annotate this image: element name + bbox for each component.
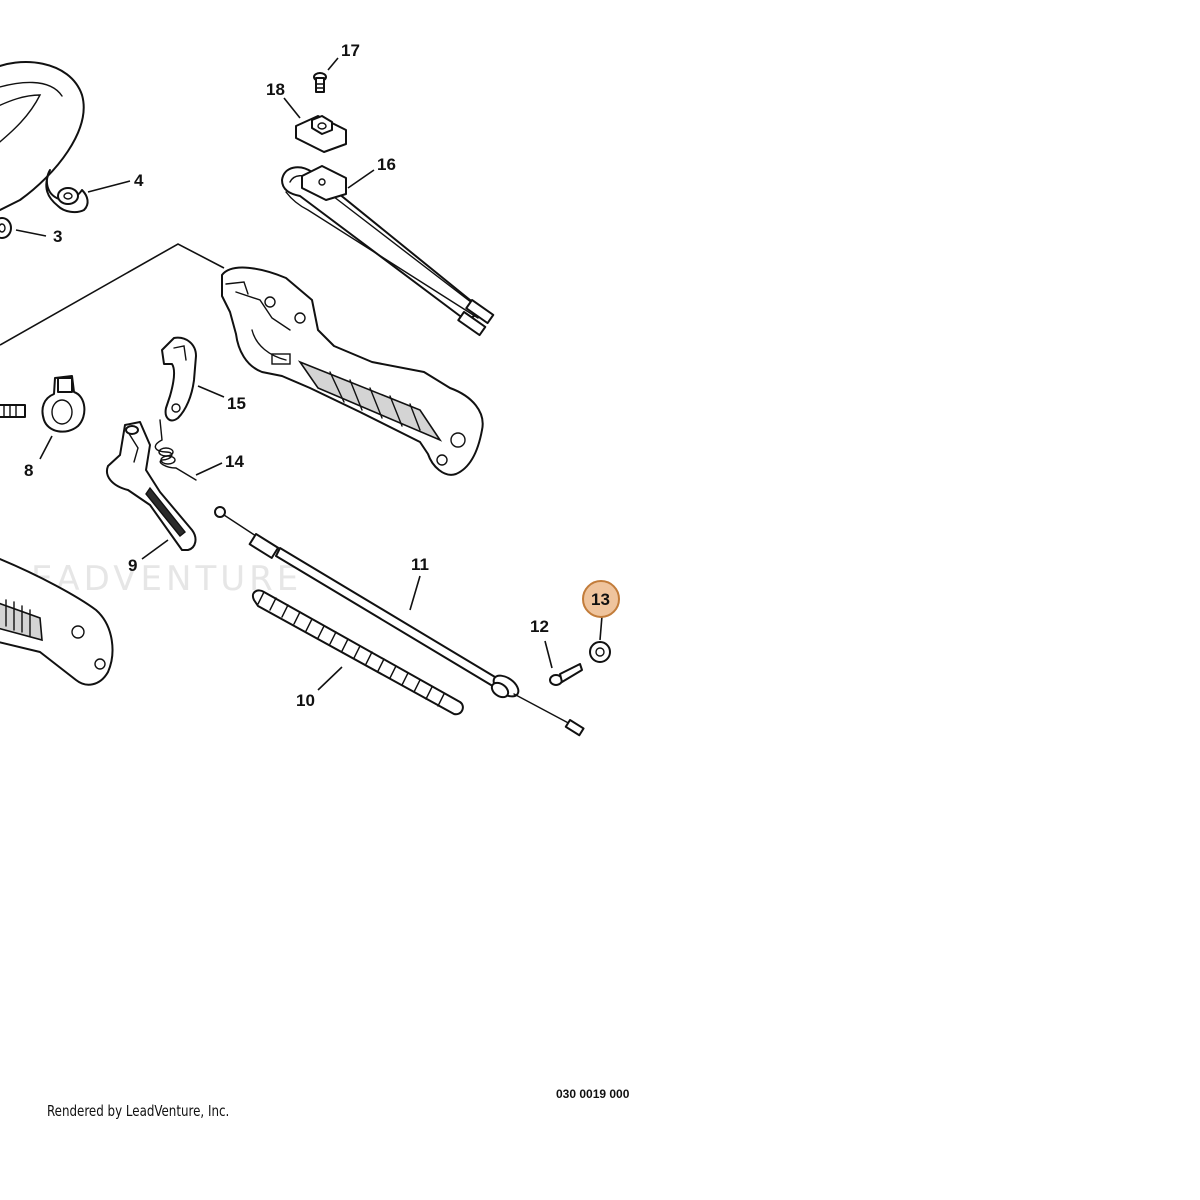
callout-13: 13 [591,590,610,609]
loop-handle [0,61,85,212]
leader-lines [15,57,603,691]
part-4-wing-nut [45,169,89,214]
part-15-interlock-lever [161,336,197,422]
part-11-throttle-cable [214,506,585,737]
callout-12: 12 [530,617,549,636]
handle-housing [221,266,484,476]
part-13-washer [589,641,611,663]
callout-3: 3 [53,227,62,246]
part-16-cable-harness [281,165,495,337]
callout-10: 10 [296,691,315,710]
part-12-screw [549,663,583,686]
callout-9: 9 [128,556,137,575]
callout-11: 11 [411,555,429,574]
part-9-throttle-lever [106,421,197,551]
part-18-nut-plate [295,115,347,153]
callout-4: 4 [134,171,144,190]
callout-17: 17 [341,41,360,60]
part-14-spring [154,419,197,481]
callout-18: 18 [266,80,285,99]
highlight-ring [582,580,620,618]
part-10-spiral-sleeve [252,589,464,716]
callout-14: 14 [225,452,244,471]
part-3-washer [0,217,12,239]
callout-16: 16 [377,155,396,174]
callout-15: 15 [227,394,246,413]
assembly-bracket-line [0,243,225,346]
render-credit: Rendered by LeadVenture, Inc. [47,1102,230,1120]
part-17-screw [313,72,327,93]
callout-labels: 3 4 8 9 10 11 12 13 14 15 16 17 18 [24,41,610,710]
diagram-code: 030 0019 000 [556,1087,630,1101]
shaft-tube [0,558,114,686]
callout-8: 8 [24,461,33,480]
part-8-clamp [0,375,86,433]
